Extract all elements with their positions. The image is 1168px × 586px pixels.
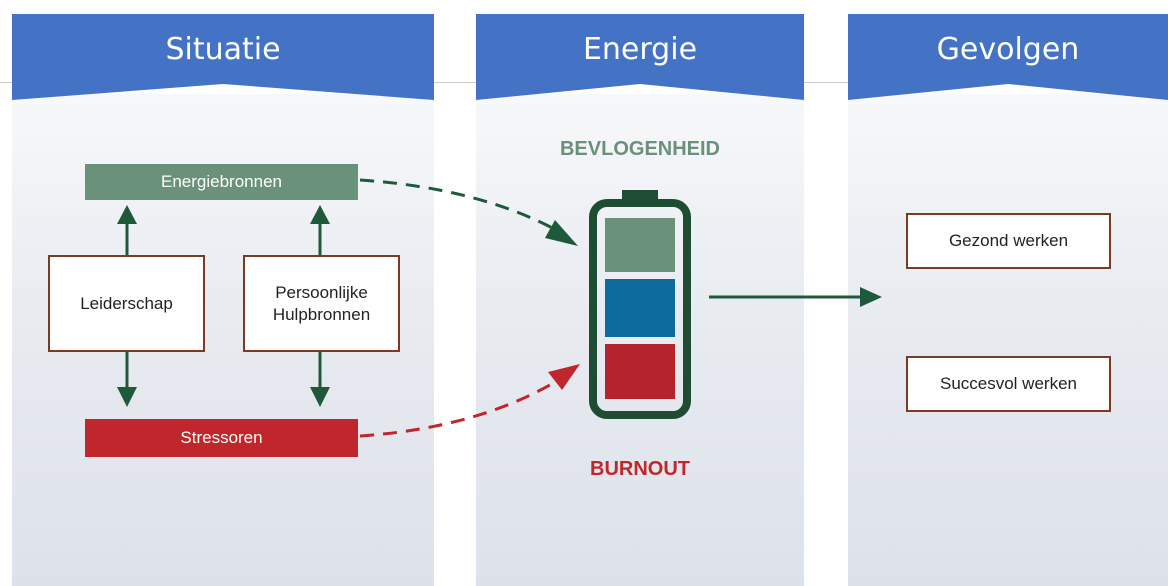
battery-cell-burnout [605,344,675,399]
dashed-arrow-stress-to-battery [359,364,580,438]
banner-title-energie: Energie [582,32,698,67]
leadership-box: Leiderschap [48,255,205,352]
dashed-arrow-energy-to-battery [359,178,578,246]
banner-shape [476,14,804,100]
battery-cell-middle [605,279,675,337]
energy-sources-bar: Energiebronnen [85,164,358,200]
personal-resources-box: Persoonlijke Hulpbronnen [243,255,400,352]
outcome-healthy-work: Gezond werken [906,213,1111,269]
outcome-successful-work: Succesvol werken [906,356,1111,412]
arrow-leadership-to-stressors [117,351,137,407]
battery-outline [589,199,691,419]
arrow-battery-to-outcomes [709,287,882,307]
energie-panel [476,94,804,586]
banner-shape [848,14,1168,100]
stressors-bar: Stressoren [85,419,358,457]
energie-banner: Energie [476,14,804,100]
banner-title-situatie: Situatie [165,32,281,67]
engagement-label: BEVLOGENHEID [559,138,721,160]
arrow-leadership-to-energy [117,205,137,256]
situatie-banner: Situatie [12,14,434,100]
arrow-resources-to-energy [310,205,330,256]
arrow-resources-to-stressors [310,351,330,407]
banner-title-gevolgen: Gevolgen [936,32,1080,67]
burnout-label: BURNOUT [590,458,690,480]
battery-icon [589,190,691,419]
gevolgen-panel [848,94,1168,586]
battery-cell-engagement [605,218,675,272]
gevolgen-banner: Gevolgen [848,14,1168,100]
personal-resources-line-1: Persoonlijke [275,282,368,302]
personal-resources-line-2: Hulpbronnen [272,304,371,324]
banner-shape [12,14,434,100]
